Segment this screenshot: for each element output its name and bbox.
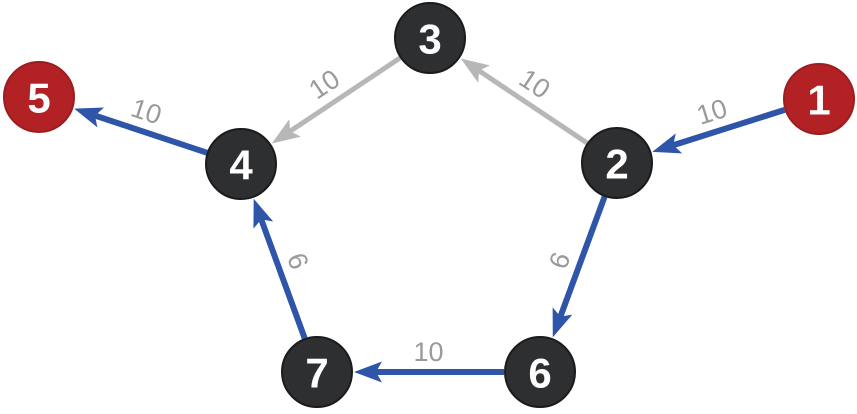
node-label-3: 3: [418, 16, 441, 63]
arrowhead-icon: [354, 361, 382, 383]
edge-line-4-5: [93, 112, 208, 156]
edge-6-7: 10: [354, 337, 504, 383]
node-label-2: 2: [605, 141, 628, 188]
node-circle-5[interactable]: [3, 61, 75, 133]
node-5[interactable]: 5: [3, 61, 75, 133]
node-1[interactable]: 1: [783, 63, 855, 135]
node-6[interactable]: 6: [504, 336, 576, 408]
edge-line-2-3: [476, 68, 589, 146]
node-circle-3[interactable]: [394, 2, 466, 74]
edge-line-3-4: [287, 55, 402, 134]
edge-2-6: 6: [543, 195, 608, 338]
node-circle-6[interactable]: [504, 336, 576, 408]
node-label-1: 1: [807, 77, 830, 124]
edge-1-2: 10: [652, 93, 786, 154]
edge-7-4: 6: [253, 198, 314, 340]
arrowhead-icon: [652, 133, 683, 154]
arrowhead-icon: [253, 198, 274, 229]
node-label-4: 4: [229, 142, 253, 189]
edge-line-2-6: [557, 195, 608, 319]
arrowhead-icon: [460, 58, 490, 83]
edge-weight-2-6: 6: [543, 248, 576, 272]
node-4[interactable]: 4: [205, 128, 277, 200]
arrowhead-icon: [552, 307, 573, 338]
edge-4-5: 10: [74, 93, 208, 156]
edge-weight-7-4: 6: [281, 249, 314, 273]
node-circle-4[interactable]: [205, 128, 277, 200]
edge-weight-4-5: 10: [127, 93, 165, 131]
node-label-6: 6: [528, 350, 551, 397]
node-7[interactable]: 7: [281, 336, 353, 408]
node-circle-1[interactable]: [783, 63, 855, 135]
node-label-5: 5: [27, 75, 50, 122]
arrowhead-icon: [271, 119, 301, 144]
node-circle-2[interactable]: [581, 127, 653, 199]
edge-line-1-2: [671, 107, 786, 149]
edge-3-4: 10: [271, 55, 402, 144]
edge-weight-1-2: 10: [693, 93, 731, 131]
node-circle-7[interactable]: [281, 336, 353, 408]
edge-line-7-4: [258, 217, 308, 340]
arrowhead-icon: [74, 107, 105, 128]
edge-weight-6-7: 10: [413, 337, 443, 367]
node-2[interactable]: 2: [581, 127, 653, 199]
node-label-7: 7: [305, 350, 328, 397]
edge-2-3: 10: [460, 58, 589, 146]
node-3[interactable]: 3: [394, 2, 466, 74]
